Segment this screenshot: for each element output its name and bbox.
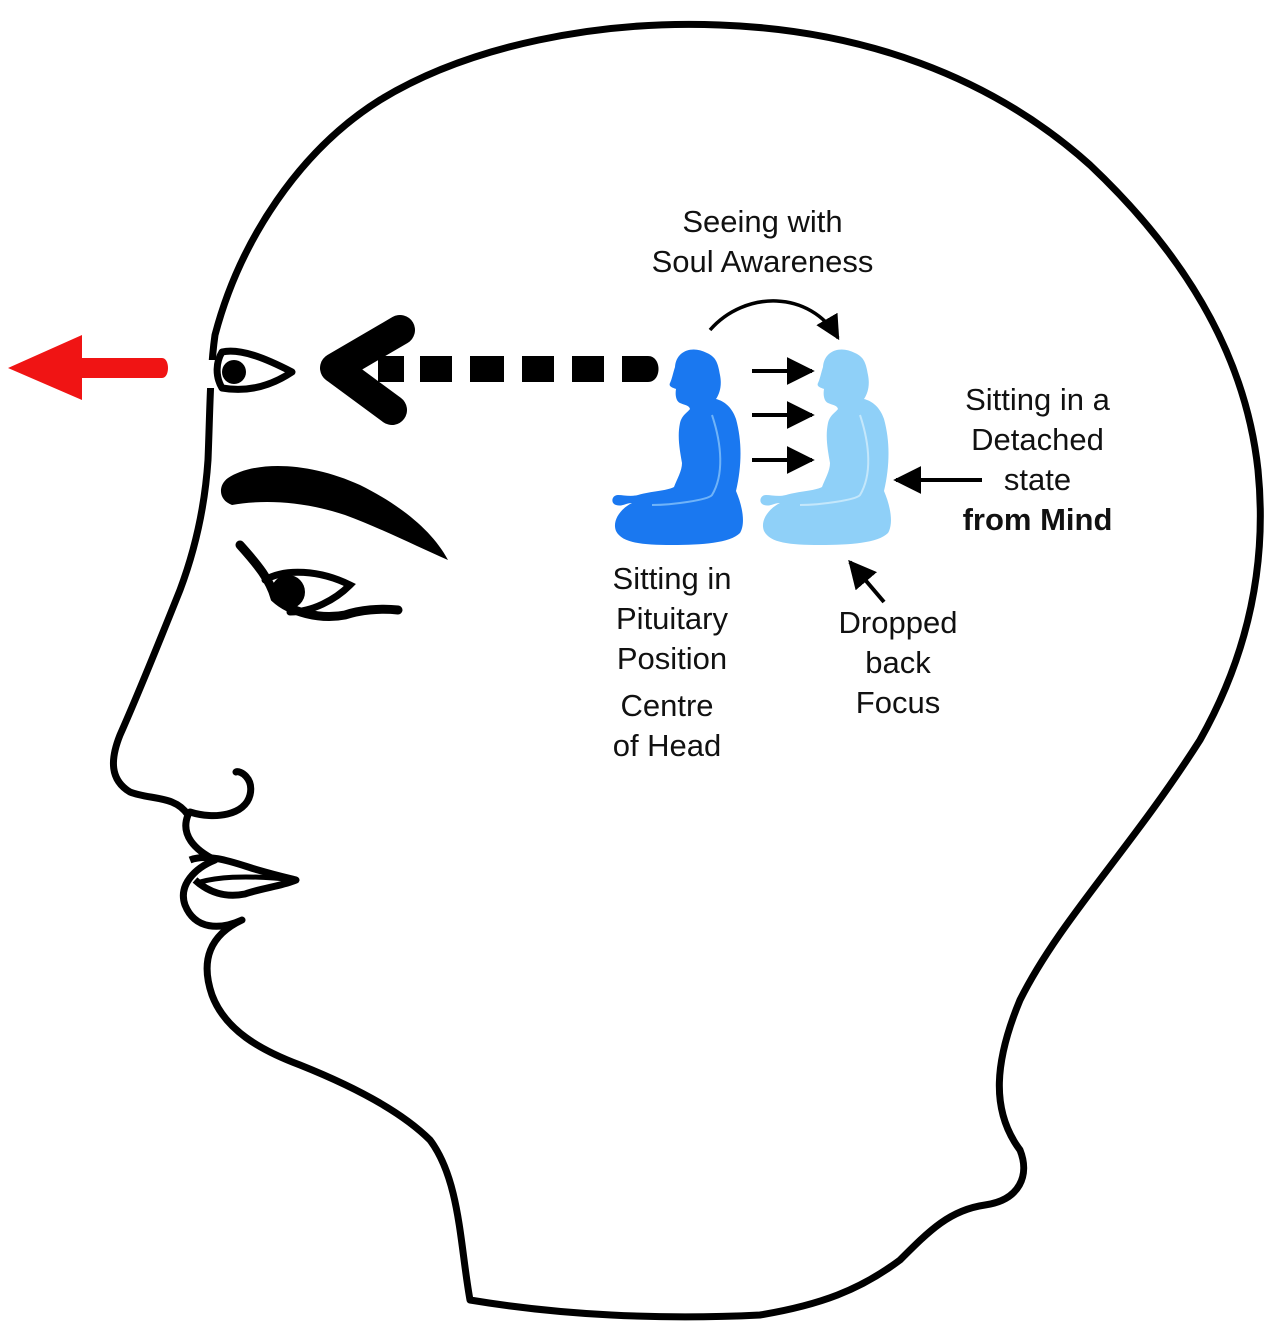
label-line: Sitting in xyxy=(582,559,762,599)
label-line: of Head xyxy=(582,726,752,766)
meditating-person-back xyxy=(760,349,891,545)
label-line: Position xyxy=(582,639,762,679)
label-line: back xyxy=(818,643,978,683)
label-soul-awareness: Seeing with Soul Awareness xyxy=(620,202,905,282)
transfer-arrows xyxy=(752,371,812,460)
arrow-left-icon xyxy=(8,335,168,400)
curved-arrow xyxy=(710,301,838,338)
label-line: Soul Awareness xyxy=(620,242,905,282)
eyebrow xyxy=(221,466,448,560)
label-line: Seeing with xyxy=(620,202,905,242)
label-line: Focus xyxy=(818,683,978,723)
label-line: Pituitary xyxy=(582,599,762,639)
label-line: Detached xyxy=(935,420,1140,460)
nostril-curl xyxy=(190,772,251,816)
label-dropped-back-focus: Dropped back Focus xyxy=(818,603,978,723)
label-line: Sitting in a xyxy=(935,380,1140,420)
label-line: state xyxy=(935,460,1140,500)
label-detached-state: Sitting in a Detached state from Mind xyxy=(935,380,1140,540)
dropped-pointer-arrow xyxy=(850,562,884,602)
label-line-bold: from Mind xyxy=(935,500,1140,540)
dashed-arrow-shaft xyxy=(378,356,659,382)
label-pituitary-position: Sitting in Pituitary Position xyxy=(582,559,762,679)
label-line: Centre xyxy=(582,686,752,726)
label-centre-of-head: Centre of Head xyxy=(582,686,752,766)
label-line: Dropped xyxy=(818,603,978,643)
